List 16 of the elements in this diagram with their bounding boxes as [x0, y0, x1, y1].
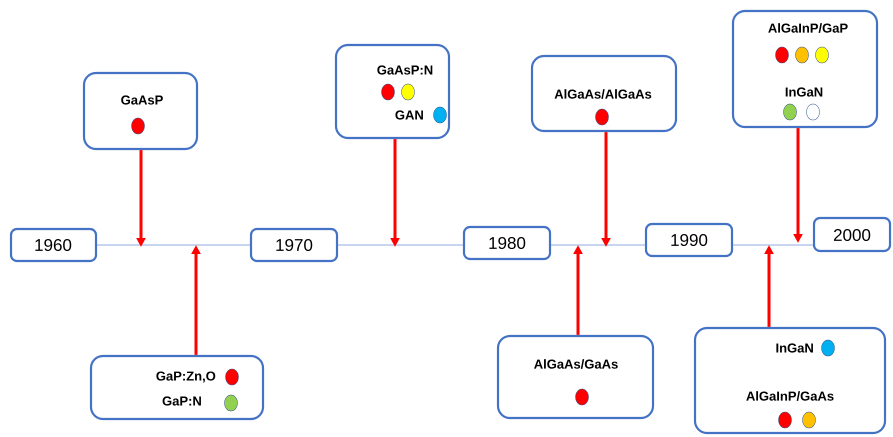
timeline-line	[338, 244, 464, 246]
material-box: InGaN AlGaInP/GaAs	[694, 326, 886, 434]
material-box: AlGaAs/GaAs	[496, 334, 654, 420]
year-box: 1970	[250, 228, 338, 262]
material-box: AlGaAs/AlGaAs	[530, 54, 678, 132]
timeline-line	[96, 244, 250, 246]
year-box: 1990	[644, 222, 734, 258]
material-box: GaP:Zn,O GaP:N	[90, 354, 264, 420]
timeline-line	[550, 244, 646, 246]
material-box: AlGaInP/GaP InGaN	[732, 10, 878, 128]
year-box: 2000	[812, 216, 892, 252]
timeline-line	[732, 244, 814, 246]
material-box: GaAsP	[82, 72, 198, 150]
year-box: 1980	[462, 226, 552, 260]
year-box: 1960	[10, 228, 98, 262]
material-box: GaAsP:N GAN	[334, 44, 450, 140]
